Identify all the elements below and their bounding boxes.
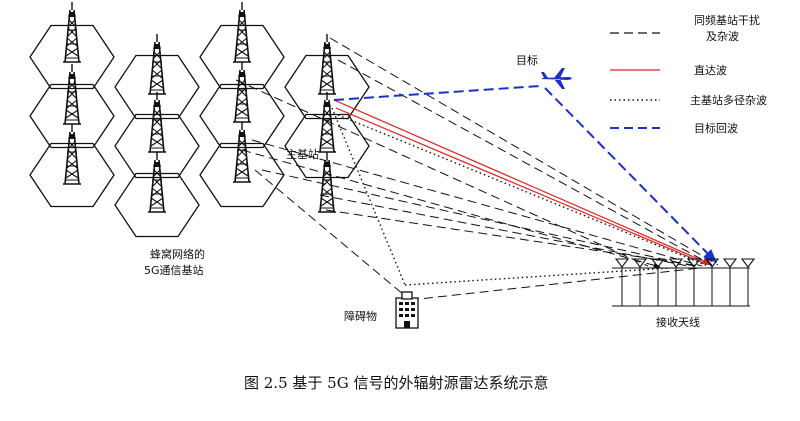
receiver-antenna-array — [612, 258, 755, 307]
figure-caption: 图 2.5 基于 5G 信号的外辐射源雷达系统示意 — [244, 374, 548, 392]
target-label: 目标 — [516, 53, 538, 67]
base-station-tower-icon — [147, 33, 167, 95]
cellular-hex-grid — [29, 24, 370, 238]
receiver-antenna-icon — [705, 258, 719, 307]
legend-multipath-label: 主基站多径杂波 — [690, 93, 767, 107]
hex-cell — [29, 142, 115, 208]
legend-direct-label: 直达波 — [694, 63, 727, 77]
base-station-tower-icon — [232, 61, 252, 123]
multipath-paths — [331, 107, 709, 286]
hex-cell — [199, 142, 285, 208]
base-station-tower-icon — [147, 91, 167, 153]
receiver-antenna-icon — [669, 258, 683, 307]
airplane-icon — [541, 68, 572, 89]
base-station-tower-icon — [147, 151, 167, 213]
hex-cell — [284, 54, 370, 120]
hex-cell — [199, 83, 285, 149]
receiver-antenna-icon — [741, 258, 755, 307]
hex-cell — [199, 24, 285, 90]
hex-cell — [284, 113, 370, 179]
hex-cell — [29, 83, 115, 149]
obstacle-label: 障碍物 — [344, 309, 377, 323]
receiver-antenna-icon — [651, 258, 665, 307]
receiver-antenna-icon — [615, 258, 629, 307]
obstacle-building-icon — [395, 291, 419, 329]
receiver-antenna-icon — [723, 258, 737, 307]
base-station-tower-icon — [62, 63, 82, 125]
legend-interference-label-2: 及杂波 — [706, 30, 739, 43]
direct-wave — [333, 99, 711, 265]
legend-echo-label: 目标回波 — [694, 121, 738, 135]
receiver-label: 接收天线 — [656, 315, 700, 329]
hex-cell — [29, 24, 115, 90]
network-label-line2: 5G通信基站 — [144, 263, 204, 277]
hex-cell — [114, 113, 200, 179]
legend-interference-label: 同频基站干扰 — [694, 13, 760, 27]
network-label-line1: 蜂窝网络的 — [150, 247, 205, 261]
base-station-tower-icon — [62, 123, 82, 185]
receiver-antenna-icon — [633, 258, 647, 307]
base-station-tower-icon — [317, 91, 337, 153]
legend: 同频基站干扰 及杂波 直达波 主基站多径杂波 目标回波 — [610, 13, 767, 135]
base-station-tower-icon — [317, 33, 337, 95]
interference-paths — [235, 37, 719, 301]
hex-cell — [114, 172, 200, 238]
base-station-tower-icon — [62, 1, 82, 63]
propagation-paths — [235, 37, 719, 301]
receiver-antenna-icon — [687, 258, 701, 307]
target-echo-paths — [333, 85, 717, 263]
hex-cell — [114, 54, 200, 120]
base-station-tower-icon — [232, 1, 252, 63]
main-station-label: 主基站 — [286, 147, 319, 161]
